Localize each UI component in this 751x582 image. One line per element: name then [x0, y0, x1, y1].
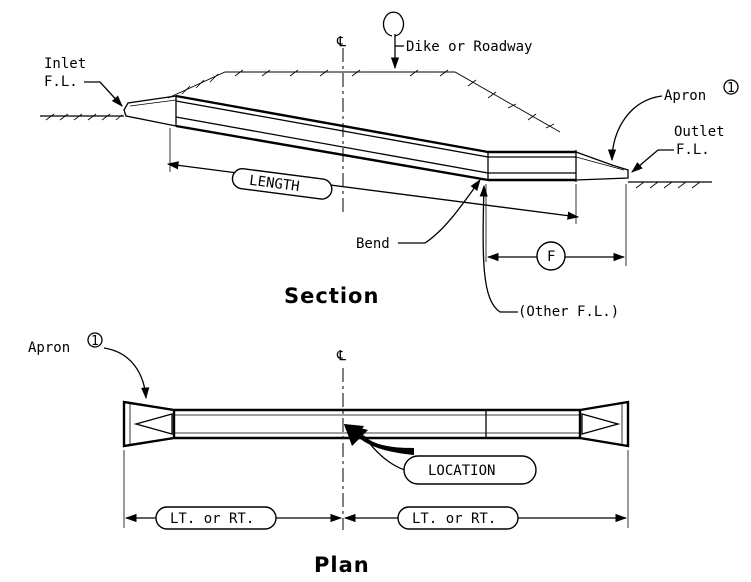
plan-apron-left: [122, 400, 176, 448]
other-fl-label: (Other F.L.): [518, 304, 619, 320]
bend-callout: Bend: [356, 179, 481, 252]
plan-apron-callout: Apron 1: [28, 332, 150, 400]
section-apron-label: Apron: [664, 88, 706, 104]
inlet-label-line1: Inlet: [44, 56, 86, 72]
inlet-label-line2: F.L.: [44, 74, 78, 90]
length-label: LENGTH: [248, 173, 300, 195]
left-dimension-label: LT. or RT.: [170, 511, 254, 527]
location-label: LOCATION: [428, 463, 495, 479]
outlet-callout: Outlet F.L.: [631, 124, 725, 173]
location-callout: LOCATION: [344, 424, 537, 485]
ground-left: [40, 113, 124, 121]
pipe-plan: [174, 408, 580, 440]
outlet-label-line1: Outlet: [674, 124, 725, 140]
inlet-callout: Inlet F.L.: [44, 56, 123, 107]
ground-right: [628, 181, 712, 189]
other-fl-callout: (Other F.L.): [479, 184, 619, 320]
dike-callout: Dike or Roadway: [382, 11, 532, 70]
section-title: Section: [284, 284, 379, 308]
right-dimension-label: LT. or RT.: [412, 511, 496, 527]
length-dimension: LENGTH: [166, 128, 580, 224]
plan-apron-right: [578, 400, 630, 448]
section-apron-callout: Apron 1: [607, 79, 739, 162]
plan-apron-label: Apron: [28, 340, 70, 356]
plan-centerline: ℄: [336, 348, 346, 530]
dike-label: Dike or Roadway: [406, 39, 532, 55]
plan-centerline-symbol: ℄: [336, 348, 346, 364]
outlet-label-line2: F.L.: [676, 142, 710, 158]
section-view: ℄ Dike or Roadway Inlet F.L. Apron 1 Out…: [40, 11, 739, 320]
bend-label: Bend: [356, 236, 390, 252]
plan-view: ℄ Apron 1 LOCATION LT. or RT. LT. or R: [28, 332, 630, 577]
plan-title: Plan: [314, 553, 370, 577]
plan-apron-note: 1: [91, 334, 99, 349]
plan-dimensions: LT. or RT. LT. or RT.: [123, 450, 629, 530]
section-apron-note: 1: [727, 81, 735, 96]
f-dimension: F: [485, 184, 627, 271]
f-label: F: [547, 249, 555, 265]
embankment: [167, 69, 561, 133]
pipe-section: [123, 94, 629, 182]
section-centerline-symbol: ℄: [336, 34, 346, 50]
